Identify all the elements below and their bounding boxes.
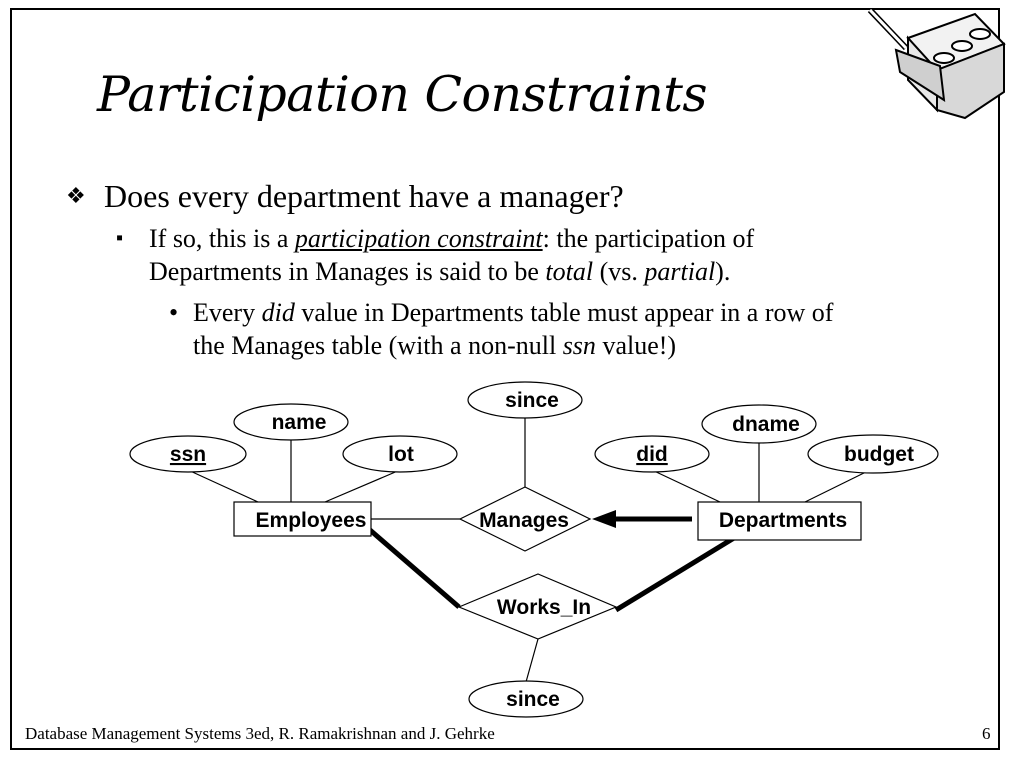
entity-departments [697,501,862,541]
attribute-dname-label: dname [732,413,800,436]
bullet-participation-line2: Departments in Manages is said to be tot… [149,257,731,286]
attribute-did-label: did [636,443,668,466]
diamond-bullet-icon: ❖ [66,184,86,209]
attribute-did [594,435,710,473]
attribute-lot [342,435,458,473]
bullet-did-line2: the Manages table (with a non-null ssn v… [193,331,677,360]
participation-constraint-term: participation constraint [294,224,543,253]
round-bullet-icon: • [169,298,179,327]
attribute-ssn [129,435,247,473]
relationship-works-in-label: Works_In [497,596,591,619]
attribute-dname [701,404,817,444]
relationship-manages [458,486,592,552]
entity-employees [233,501,372,537]
ssn-link [187,469,259,503]
square-bullet-icon: ▪ [116,227,124,249]
employees-works-in-total-line [368,528,461,609]
departments-works-in-total-line [614,535,736,613]
attribute-manages-since-label: since [505,389,559,412]
attribute-budget-label: budget [844,443,914,466]
bullet-question: Does every department have a manager? [104,178,624,214]
brick-trowel-icon [867,7,1006,120]
entity-employees-label: Employees [256,509,367,532]
slide-title: Participation Constraints [97,66,708,123]
attribute-name [233,403,349,441]
relationship-manages-label: Manages [479,509,569,532]
attribute-works-in-since-label: since [506,688,560,711]
attribute-name-label: name [272,411,327,434]
relationship-works-in [457,573,618,640]
slide-frame [10,8,1000,750]
footer-credit: Database Management Systems 3ed, R. Rama… [25,724,495,743]
attribute-manages-since [467,381,583,419]
key-arrow-icon [592,510,616,528]
lot-link [324,469,401,503]
attribute-works-in-since [468,680,584,718]
did-link [651,469,721,503]
attribute-budget [807,434,939,474]
page-number: 6 [982,724,991,743]
bullet-participation-line1: If so, this is a participation constrain… [149,224,755,253]
attribute-lot-label: lot [388,443,414,466]
attribute-ssn-label: ssn [170,443,206,466]
bullet-did-line1: Every did value in Departments table mus… [193,298,834,327]
budget-link [804,469,871,503]
entity-departments-label: Departments [719,509,847,532]
works-in-since-link [525,638,539,683]
